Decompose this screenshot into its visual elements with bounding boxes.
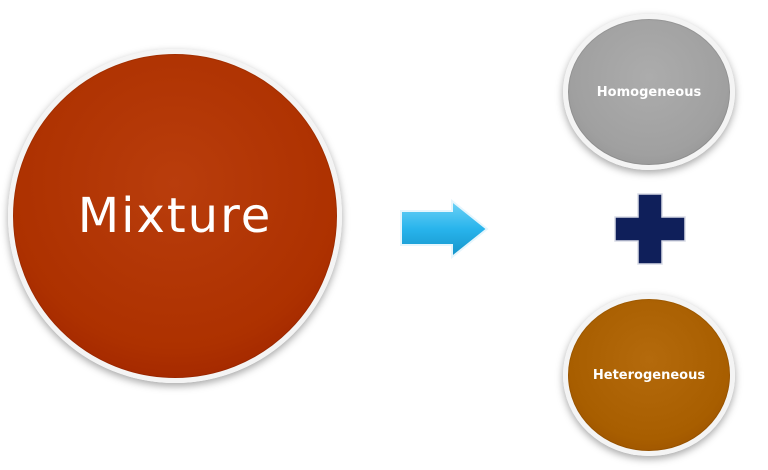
- heterogeneous-label: Heterogeneous: [592, 367, 706, 383]
- heterogeneous-circle: Heterogeneous: [563, 294, 735, 456]
- mixture-label: Mixture: [77, 188, 273, 244]
- right-arrow-icon: [400, 199, 489, 259]
- plus-icon: [614, 193, 686, 265]
- homogeneous-label: Homogeneous: [596, 84, 702, 100]
- mixture-circle: Mixture: [8, 49, 342, 383]
- homogeneous-circle: Homogeneous: [563, 14, 735, 170]
